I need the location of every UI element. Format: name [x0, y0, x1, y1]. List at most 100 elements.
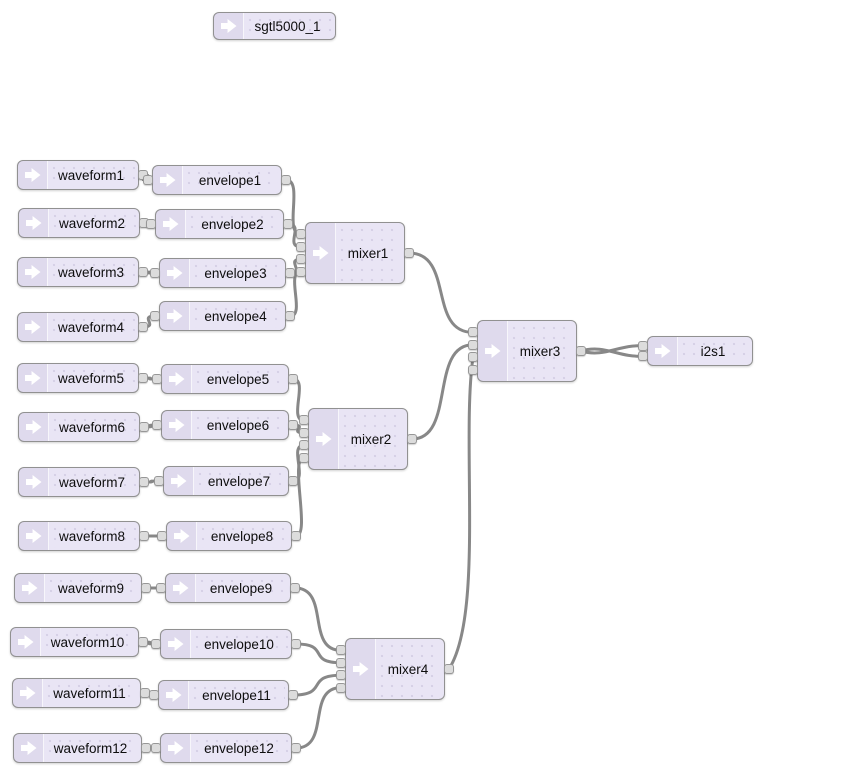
node-label: waveform7	[58, 474, 126, 490]
envelope11-output-port-0[interactable]	[288, 690, 298, 700]
wire-envelope4-to-mixer1-in3[interactable]	[288, 270, 303, 318]
node-waveform4[interactable]: waveform4	[17, 312, 148, 342]
mixer1-input-port-1[interactable]	[296, 241, 306, 252]
node-waveform11[interactable]: waveform11	[12, 678, 150, 708]
mixer4-input-port-0[interactable]	[336, 645, 346, 656]
envelope2-input-port-0[interactable]	[146, 219, 156, 229]
node-mixer2[interactable]: mixer2	[299, 408, 417, 470]
waveform7-output-port-0[interactable]	[139, 477, 149, 487]
node-waveform12[interactable]: waveform12	[13, 733, 151, 763]
wire-mixer4-to-mixer3-in2[interactable]	[447, 355, 475, 671]
node-waveform10[interactable]: waveform10	[10, 627, 148, 657]
node-envelope5[interactable]: envelope5	[152, 364, 298, 394]
node-mixer1[interactable]: mixer1	[296, 222, 414, 284]
mixer2-input-port-0[interactable]	[299, 415, 309, 426]
wire-envelope11-to-mixer4-in2[interactable]	[291, 673, 343, 697]
node-envelope10[interactable]: envelope10	[151, 629, 301, 659]
node-waveform9[interactable]: waveform9	[14, 573, 151, 603]
node-waveform2[interactable]: waveform2	[18, 208, 149, 238]
wire-envelope10-to-mixer4-in1[interactable]	[294, 642, 343, 665]
mixer2-input-port-3[interactable]	[299, 452, 309, 463]
node-envelope4[interactable]: envelope4	[150, 301, 295, 331]
waveform10-output-port-0[interactable]	[138, 637, 148, 647]
node-envelope11[interactable]: envelope11	[149, 680, 298, 710]
waveform12-output-port-0[interactable]	[141, 743, 151, 753]
node-envelope8[interactable]: envelope8	[157, 521, 301, 551]
waveform9-output-port-0[interactable]	[141, 583, 151, 593]
mixer2-output-port-0[interactable]	[407, 434, 417, 444]
envelope2-output-port-0[interactable]	[283, 219, 293, 229]
node-envelope1[interactable]: envelope1	[143, 165, 291, 195]
wire-envelope12-to-mixer4-in3[interactable]	[294, 686, 343, 750]
i2s1-input-port-0[interactable]	[638, 341, 648, 351]
envelope6-input-port-0[interactable]	[152, 420, 162, 430]
mixer3-input-port-2[interactable]	[468, 352, 478, 363]
envelope4-output-port-0[interactable]	[285, 311, 295, 321]
waveform5-output-port-0[interactable]	[138, 373, 148, 383]
node-mixer4[interactable]: mixer4	[336, 638, 454, 700]
node-envelope3[interactable]: envelope3	[150, 258, 295, 288]
envelope10-output-port-0[interactable]	[291, 639, 301, 649]
node-waveform7[interactable]: waveform7	[18, 467, 149, 497]
mixer4-output-port-0[interactable]	[444, 664, 454, 674]
waveform4-output-port-0[interactable]	[138, 322, 148, 332]
waveform6-output-port-0[interactable]	[139, 422, 149, 432]
node-label: waveform10	[50, 634, 125, 650]
envelope5-input-port-0[interactable]	[152, 374, 162, 384]
envelope8-output-port-0[interactable]	[291, 531, 301, 541]
envelope6-output-port-0[interactable]	[288, 420, 298, 430]
node-waveform3[interactable]: waveform3	[17, 257, 148, 287]
envelope7-input-port-0[interactable]	[154, 476, 164, 486]
envelope10-input-port-0[interactable]	[151, 639, 161, 649]
mixer4-input-port-1[interactable]	[336, 657, 346, 668]
node-envelope9[interactable]: envelope9	[156, 573, 300, 603]
envelope9-input-port-0[interactable]	[156, 583, 166, 593]
wire-envelope5-to-mixer2-in0[interactable]	[291, 377, 306, 422]
mixer3-input-port-3[interactable]	[468, 364, 478, 375]
node-sgtl5000_1[interactable]: sgtl5000_1	[213, 12, 336, 40]
envelope8-input-port-0[interactable]	[157, 531, 167, 541]
envelope3-input-port-0[interactable]	[150, 268, 160, 278]
waveform3-output-port-0[interactable]	[138, 267, 148, 277]
envelope5-output-port-0[interactable]	[288, 374, 298, 384]
mixer3-input-port-1[interactable]	[468, 339, 478, 350]
mixer2-input-port-2[interactable]	[299, 440, 309, 451]
arrow-right-icon	[25, 528, 42, 544]
node-envelope7[interactable]: envelope7	[154, 466, 298, 496]
envelope4-input-port-0[interactable]	[150, 311, 160, 321]
node-waveform1[interactable]: waveform1	[17, 160, 148, 190]
envelope12-input-port-0[interactable]	[151, 743, 161, 753]
mixer1-input-port-0[interactable]	[296, 229, 306, 240]
node-waveform6[interactable]: waveform6	[18, 412, 149, 442]
node-envelope12[interactable]: envelope12	[151, 733, 301, 763]
wire-envelope9-to-mixer4-in0[interactable]	[293, 586, 343, 652]
envelope1-output-port-0[interactable]	[281, 175, 291, 185]
node-waveform5[interactable]: waveform5	[17, 363, 148, 393]
node-i2s1[interactable]: i2s1	[638, 336, 753, 366]
wire-mixer1-to-mixer3-in0[interactable]	[407, 251, 475, 334]
wire-mixer2-to-mixer3-in1[interactable]	[410, 343, 475, 441]
mixer3-output-port-0[interactable]	[576, 346, 586, 356]
node-envelope6[interactable]: envelope6	[152, 410, 298, 440]
mixer1-input-port-3[interactable]	[296, 266, 306, 277]
envelope9-output-port-0[interactable]	[290, 583, 300, 593]
wire-envelope8-to-mixer2-in3[interactable]	[294, 456, 306, 538]
mixer2-input-port-1[interactable]	[299, 427, 309, 438]
envelope1-input-port-0[interactable]	[143, 175, 153, 185]
i2s1-input-port-1[interactable]	[638, 351, 648, 361]
mixer1-input-port-2[interactable]	[296, 254, 306, 265]
node-envelope2[interactable]: envelope2	[146, 209, 293, 239]
waveform8-output-port-0[interactable]	[139, 531, 149, 541]
envelope11-input-port-0[interactable]	[149, 690, 159, 700]
envelope3-output-port-0[interactable]	[285, 268, 295, 278]
envelope12-output-port-0[interactable]	[291, 743, 301, 753]
envelope7-output-port-0[interactable]	[288, 476, 298, 486]
node-mixer3[interactable]: mixer3	[468, 320, 586, 382]
mixer4-input-port-2[interactable]	[336, 670, 346, 681]
wire-mixer3-to-i2s1-in1[interactable]	[579, 347, 645, 358]
mixer1-output-port-0[interactable]	[404, 248, 414, 258]
node-waveform8[interactable]: waveform8	[18, 521, 149, 551]
mixer3-input-port-0[interactable]	[468, 327, 478, 338]
mixer4-input-port-3[interactable]	[336, 682, 346, 693]
